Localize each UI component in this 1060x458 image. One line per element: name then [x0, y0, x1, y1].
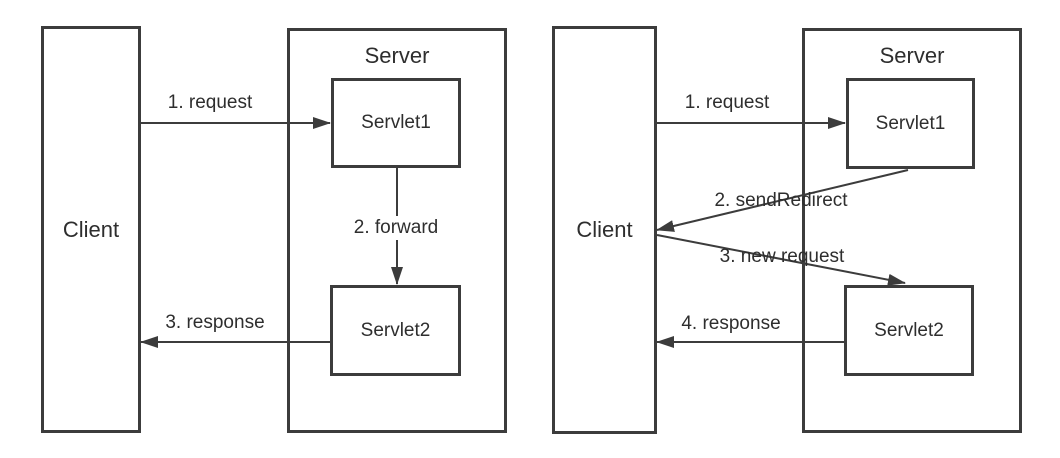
- left-client-box: Client: [41, 26, 141, 433]
- forward-response-label: 3. response: [165, 312, 265, 333]
- right-server-label: Server: [879, 43, 945, 68]
- left-servlet2-box: Servlet2: [330, 285, 461, 376]
- redirect-sendredirect-label: 2. sendRedirect: [714, 190, 848, 211]
- right-client-label: Client: [576, 217, 633, 242]
- left-client-label: Client: [62, 216, 120, 242]
- redirect-request-label: 1. request: [684, 92, 770, 113]
- right-servlet2-label: Servlet2: [874, 319, 944, 341]
- left-servlet1-box: Servlet1: [331, 78, 461, 168]
- redirect-newrequest-label: 3. new request: [719, 246, 845, 267]
- right-servlet2-box: Servlet2: [844, 285, 974, 376]
- redirect-response-label: 4. response: [681, 313, 781, 334]
- right-servlet1-label: Servlet1: [875, 112, 946, 134]
- forward-request-label: 1. request: [167, 92, 253, 113]
- forward-forward-label: 2. forward: [348, 216, 444, 240]
- right-servlet1-box: Servlet1: [846, 78, 975, 169]
- left-server-label: Server: [364, 43, 430, 68]
- left-servlet2-label: Servlet2: [360, 319, 431, 341]
- left-server-box: Server: [287, 28, 507, 433]
- right-client-box: Client: [552, 26, 657, 434]
- left-servlet1-label: Servlet1: [361, 112, 431, 133]
